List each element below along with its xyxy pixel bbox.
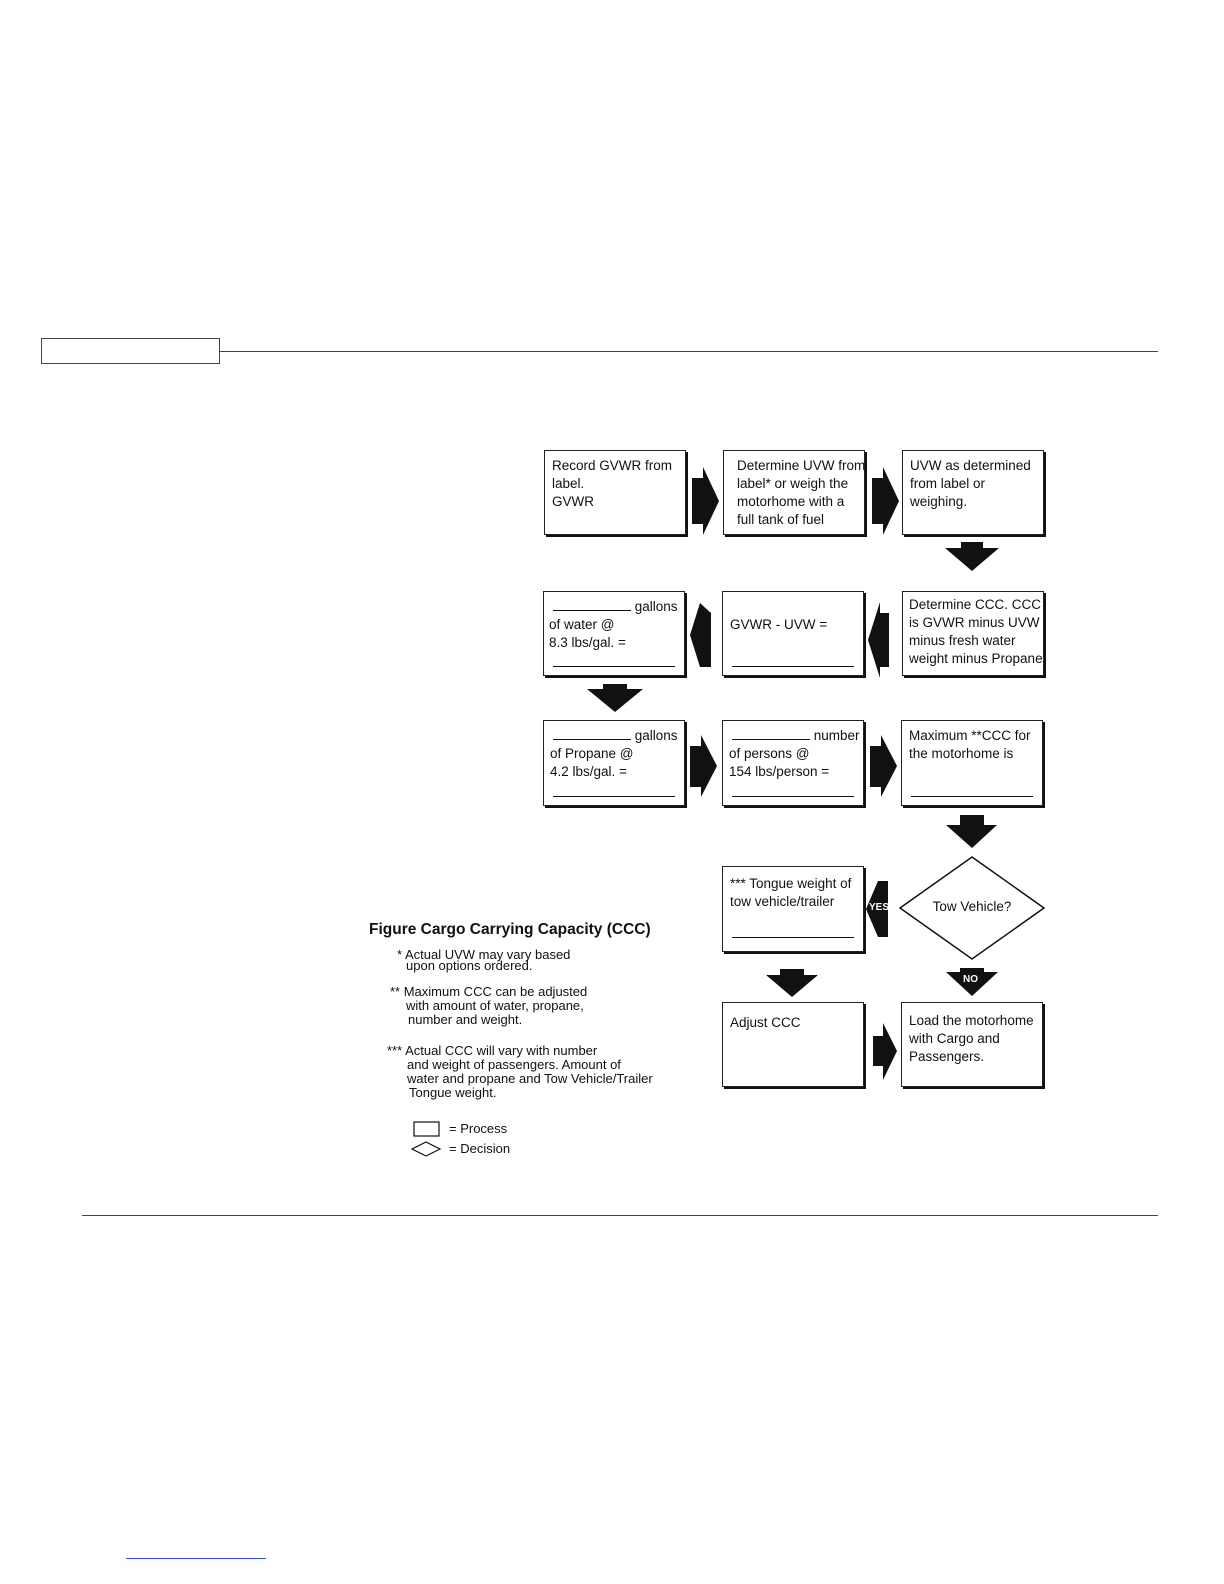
box-line: Determine UVW from [737,458,866,473]
header-rule [220,351,1158,352]
arrow-right-4 [870,735,897,797]
box-line: minus fresh water [909,633,1016,648]
box-determine-uvw: Determine UVW from label* or weigh the m… [723,450,865,535]
box-line: from label or [910,476,986,491]
box-line: Maximum **CCC for [909,728,1031,743]
box-persons: number of persons @ 154 lbs/person = [722,720,864,806]
note-2-line-1: ** Maximum CCC can be adjusted [390,984,588,999]
footer-rule [82,1215,1158,1216]
box-line: with Cargo and [909,1031,1000,1046]
arrow-right-5 [873,1023,897,1080]
blank-line [553,598,631,611]
box-max-ccc: Maximum **CCC for the motorhome is [901,720,1043,806]
box-line: gallons [550,727,678,745]
box-line: weight minus Propane [909,651,1043,666]
answer-blank [911,796,1033,797]
box-line: full tank of fuel [737,512,825,527]
box-line: UVW as determined [910,458,1031,473]
arrow-right-3 [690,735,717,797]
box-line: label* or weigh the [737,476,849,491]
arrow-no [946,968,998,996]
blank-line [553,727,631,740]
answer-blank [732,666,854,667]
arrow-right-1 [692,467,719,535]
legend-process-label: = Process [449,1121,508,1136]
box-line: of water @ [549,617,615,632]
box-line: 4.2 lbs/gal. = [550,764,627,779]
arrow-down-1 [945,542,999,571]
arrow-down-4 [766,969,818,997]
box-line: the motorhome is [909,746,1014,761]
box-line: label. [552,476,585,491]
box-line: is GVWR minus UVW [909,615,1040,630]
box-line: Passengers. [909,1049,985,1064]
answer-blank [553,796,675,797]
decision-label: Tow Vehicle? [932,899,1012,914]
box-propane: gallons of Propane @ 4.2 lbs/gal. = [543,720,685,806]
legend-process-icon [413,1121,440,1137]
arrow-left-1-head [868,602,880,678]
note-1-line-1: * Actual UVW may vary based [397,947,571,962]
box-line: of Propane @ [550,746,634,761]
box-load: Load the motorhome with Cargo and Passen… [901,1002,1043,1087]
box-line: Determine CCC. CCC [909,597,1042,612]
box-line: GVWR [552,494,594,509]
decision-diamond [898,856,1046,960]
answer-blank [732,796,854,797]
box-line: Load the motorhome [909,1013,1034,1028]
note-2-line-2: with amount of water, propane, [406,998,584,1013]
box-line: tow vehicle/trailer [730,894,835,909]
note-3-line-1: *** Actual CCC will vary with number [387,1043,598,1058]
box-line: number [729,727,860,745]
legend-decision-label: = Decision [449,1141,511,1156]
header-tab [41,338,220,364]
box-water: gallons of water @ 8.3 lbs/gal. = [543,591,685,676]
box-line: 154 lbs/person = [729,764,830,779]
arrow-yes [866,881,888,937]
blank-line [732,727,810,740]
box-line: GVWR - UVW = [730,617,828,632]
water-unit: gallons [634,599,678,614]
note-2-line-3: number and weight. [408,1012,523,1027]
figure-caption: Figure Cargo Carrying Capacity (CCC) [369,921,651,938]
box-tongue: *** Tongue weight of tow vehicle/trailer [722,866,864,952]
yes-label: YES [869,902,890,913]
box-line: gallons [549,598,678,616]
arrow-left-2 [690,603,711,667]
box-line: 8.3 lbs/gal. = [549,635,626,650]
box-line: motorhome with a [737,494,845,509]
propane-unit: gallons [634,728,678,743]
box-determine-ccc: Determine CCC. CCC is GVWR minus UVW min… [902,591,1044,676]
box-record-gvwr: Record GVWR from label. GVWR [544,450,686,535]
note-3-line-4: Tongue weight. [409,1085,497,1100]
answer-blank [732,937,854,938]
footer-link-line [126,1558,266,1559]
no-label: NO [963,974,978,985]
arrow-right-2 [872,467,899,535]
box-line: *** Tongue weight of [730,876,852,891]
persons-unit: number [813,728,860,743]
note-3-line-3: water and propane and Tow Vehicle/Traile… [407,1071,653,1086]
note-1-line-2: upon options ordered. [406,958,533,973]
box-line: Record GVWR from [552,458,673,473]
answer-blank [553,666,675,667]
box-line: weighing. [910,494,968,509]
legend-decision-icon [410,1141,442,1157]
box-line: Adjust CCC [730,1015,801,1030]
box-adjust-ccc: Adjust CCC [722,1002,864,1087]
box-gvwr-minus-uvw: GVWR - UVW = [722,591,864,676]
arrow-down-2 [587,684,643,712]
box-line: of persons @ [729,746,810,761]
box-uvw-determined: UVW as determined from label or weighing… [902,450,1044,535]
arrow-down-3 [946,815,997,848]
note-3-line-2: and weight of passengers. Amount of [407,1057,621,1072]
